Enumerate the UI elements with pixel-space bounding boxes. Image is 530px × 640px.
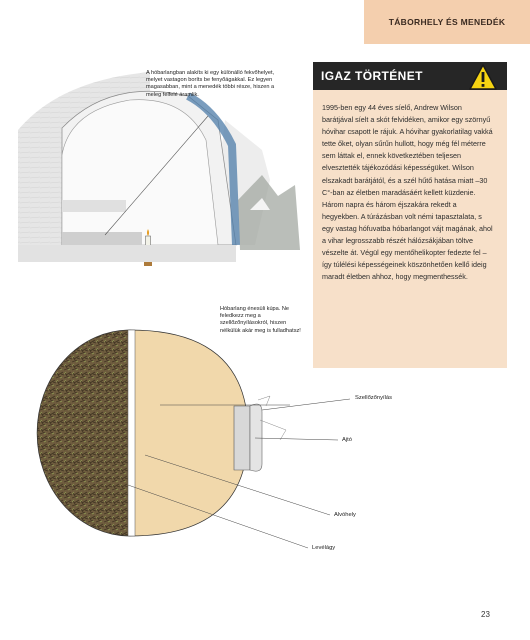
warning-triangle-icon [469, 64, 497, 90]
snow-cave-caption: A hóbarlangban alakíts ki egy különálló … [146, 70, 275, 98]
igloo-caption: Hóbarlang énesüli kúpa. Ne feledkezz meg… [220, 306, 301, 334]
page-number: 23 [481, 610, 490, 619]
label-door: Ajtó [342, 437, 352, 443]
snow-igloo-scene [36, 329, 290, 537]
sidebar-title: IGAZ TÖRTÉNET [321, 69, 423, 83]
label-sleeping-area: Alvóhely [334, 512, 356, 518]
section-title: TÁBORHELY ÉS MENEDÉK [388, 17, 506, 27]
label-leaf-bed: Levélágy [312, 545, 336, 551]
label-vent: Szellőzőnyílás [355, 395, 393, 401]
snow-cave-scene [18, 72, 300, 266]
leader-lines [127, 398, 351, 549]
section-header-tab: TÁBORHELY ÉS MENEDÉK [364, 0, 530, 44]
sidebar-story-text: 1995-ben egy 44 éves síelő, Andrew Wilso… [322, 103, 493, 282]
